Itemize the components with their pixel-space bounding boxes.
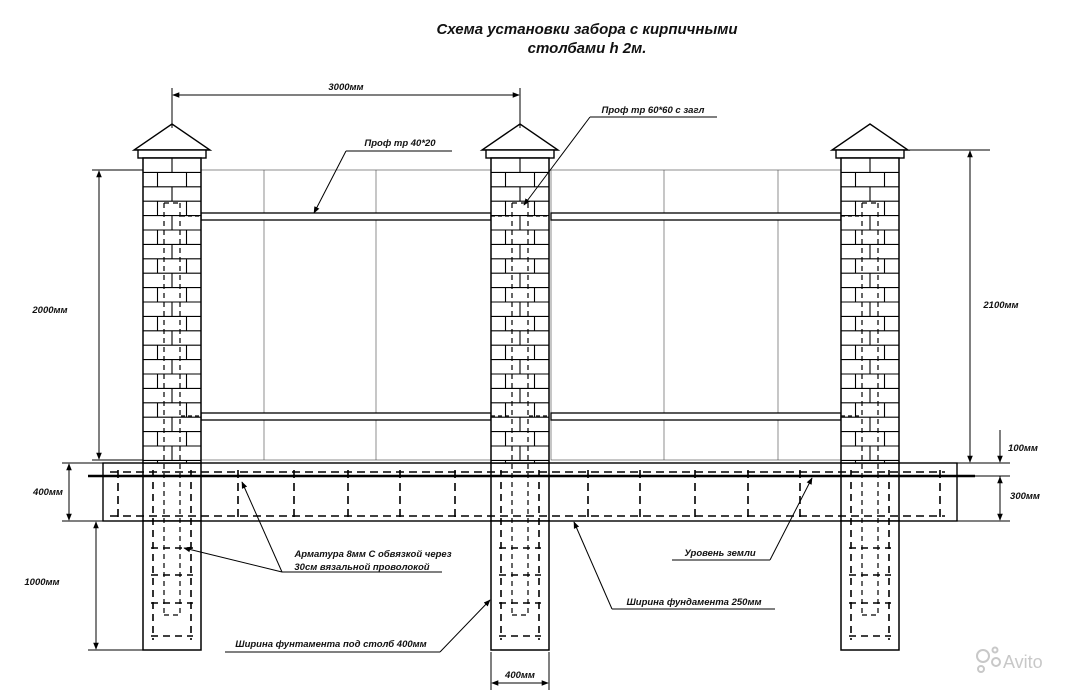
label-prof-60: Проф тр 60*60 с загл: [602, 105, 705, 116]
dim-plinth: 400мм: [32, 487, 63, 498]
leader-lines: [183, 116, 813, 653]
label-foundation-width: Ширина фундамента 250мм: [626, 597, 761, 608]
avito-logo-icon: [976, 646, 1001, 673]
watermark-text: Avito: [1003, 652, 1043, 672]
dim-span: 3000мм: [328, 82, 363, 93]
label-rebar-line1: Арматура 8мм С обвязкой через: [293, 549, 451, 560]
label-rebar-line2: 30см вязальной проволокой: [294, 562, 429, 573]
dim-plinth-above: 100мм: [1008, 443, 1038, 454]
brick-pillar: [829, 123, 911, 651]
brick-pillars: [131, 123, 911, 651]
strip-foundation: [88, 462, 975, 522]
avito-watermark: Avito: [976, 646, 1043, 673]
dimension-lines: [62, 88, 1010, 690]
dim-below-ground: 300мм: [1010, 491, 1040, 502]
label-ground-level: Уровень земли: [684, 548, 756, 559]
brick-pillar: [131, 123, 213, 651]
dim-pile-depth: 1000мм: [24, 577, 59, 588]
fence-panels: [200, 169, 842, 461]
dim-height-total: 2100мм: [982, 300, 1018, 311]
label-pile-foundation: Ширина фунтамента под столб 400мм: [235, 639, 426, 650]
dim-pile-width: 400мм: [504, 670, 535, 681]
brick-pillar: [479, 123, 561, 651]
diagram-title-line2: столбами h 2м.: [528, 40, 647, 57]
dim-height-above: 2000мм: [31, 305, 67, 316]
label-prof-40: Проф тр 40*20: [364, 138, 436, 149]
diagram-title-line1: Схема установки забора с кирпичными: [436, 21, 737, 38]
